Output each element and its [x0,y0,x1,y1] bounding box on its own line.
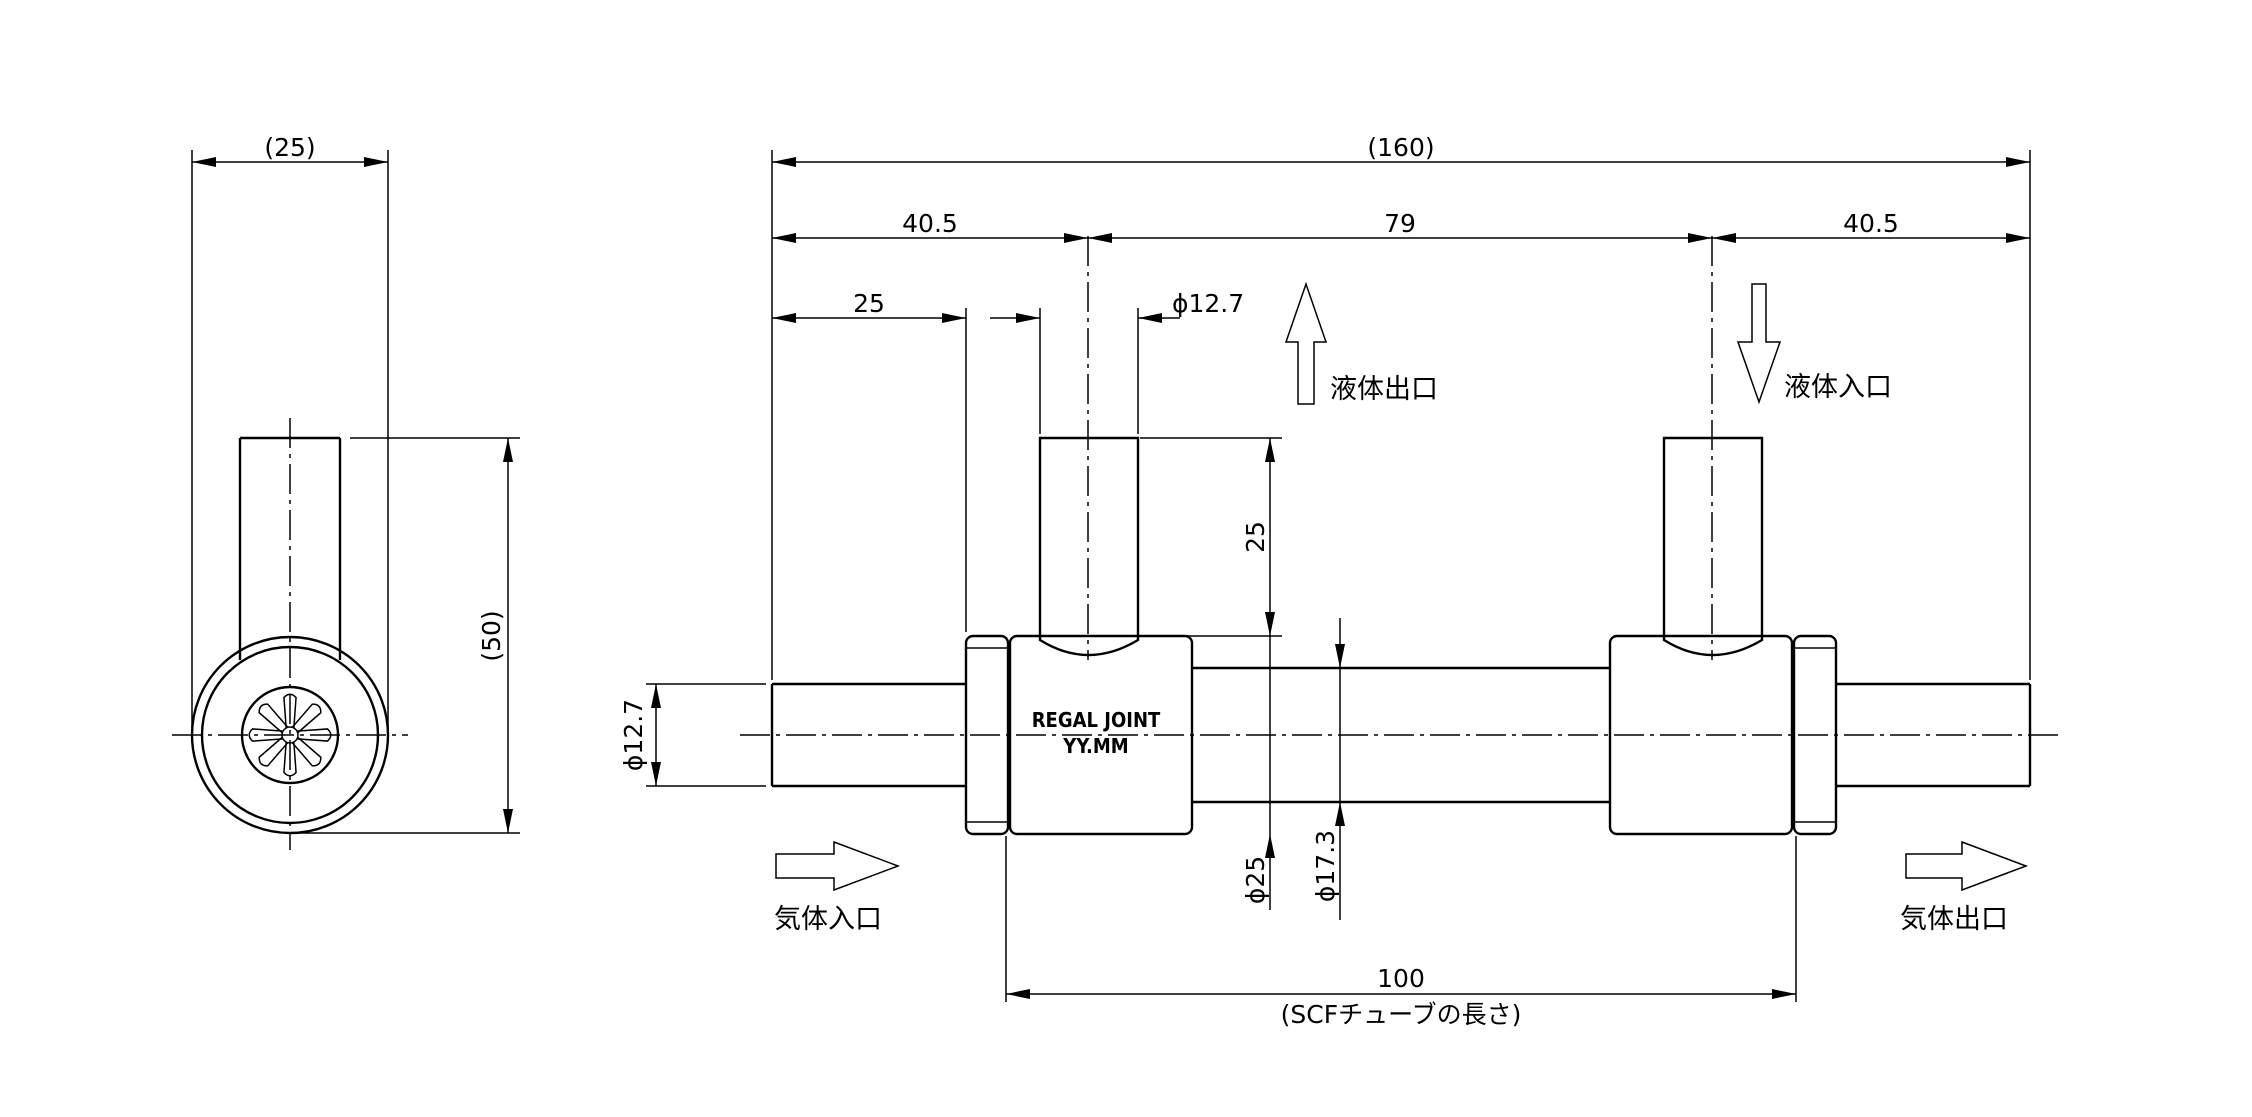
spline-tooth [258,736,289,767]
body-diameter-label: ϕ25 [1241,856,1270,904]
tube-length-note: (SCFチューブの長さ) [1281,1000,1522,1029]
gas-inlet-label: 気体入口 [774,904,882,935]
left-offset-label: 40.5 [902,209,958,238]
right-port-tube [1662,436,1764,657]
right-joint-body [1608,634,1794,836]
liquid-outlet-arrow [1284,281,1328,405]
side-height-label: (50) [477,610,506,661]
marking-line1: REGAL JOINT [1032,708,1161,732]
body-start-label: 25 [853,289,885,318]
gas-inlet-arrow [775,840,901,892]
front-view: REGAL JOINT YY.MM [740,236,2060,836]
tube-diameter-label: ϕ17.3 [1311,830,1340,902]
port-spacing-label: 79 [1384,209,1416,238]
pipe-diameter-label: ϕ12.7 [619,699,648,771]
right-offset-label: 40.5 [1843,209,1899,238]
flow-annotations: 液体出口 液体入口 気体入口 気体出口 [774,281,2029,935]
overall-length-label: (160) [1367,133,1434,162]
left-joint-body [1008,634,1194,836]
left-port-tube [1038,436,1140,657]
gas-outlet-label: 気体出口 [1900,904,2008,935]
liquid-inlet-arrow [1736,283,1782,405]
spline-tooth [248,728,284,742]
side-width-label: (25) [264,133,315,162]
side-view: (25) (50) [172,133,520,850]
right-collar [1792,634,1838,836]
marking-line2: YY.MM [1062,734,1128,758]
liquid-inlet-label: 液体入口 [1784,372,1892,403]
left-collar [964,634,1010,836]
liquid-outlet-label: 液体出口 [1330,374,1438,405]
tube-length-label: 100 [1377,964,1425,993]
spline-tooth [258,703,289,734]
front-dimensions: (160) 40.5 79 40.5 25 ϕ12.7 25 [619,133,2031,1029]
port-height-label: 25 [1241,521,1270,553]
spline-tooth [283,741,297,777]
gas-outlet-arrow [1905,840,2029,892]
spline-tooth [291,703,322,734]
port-diameter-label: ϕ12.7 [1172,289,1244,318]
spline-tooth [291,736,322,767]
